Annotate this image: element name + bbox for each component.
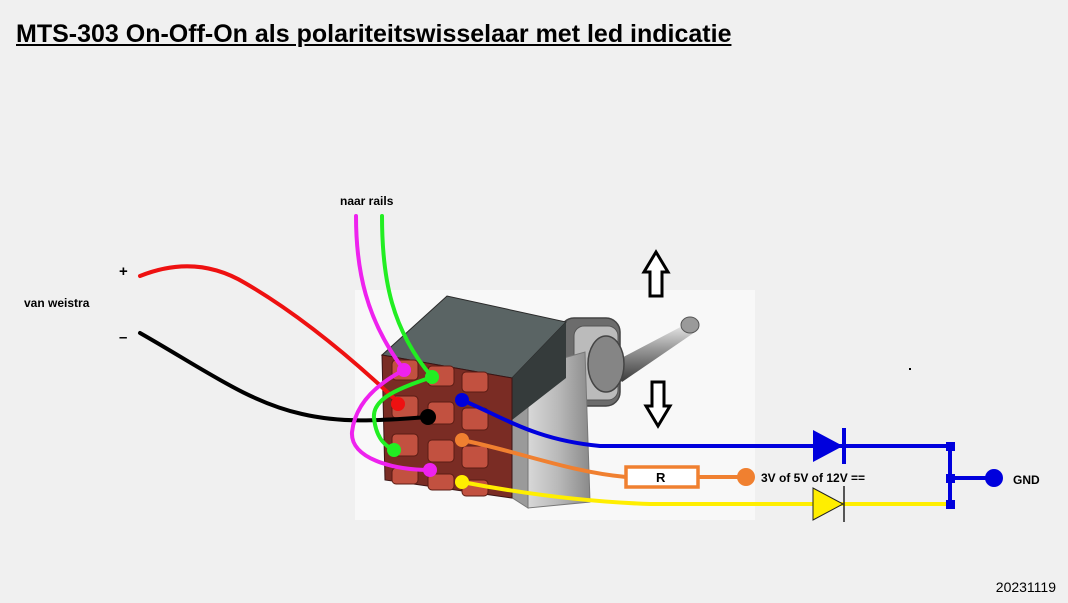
wire-green [371, 214, 436, 452]
rails-label: naar rails [340, 194, 394, 208]
resistor [624, 465, 700, 489]
ground-label: GND [1013, 473, 1040, 487]
date-stamp: 20231119 [995, 579, 1056, 595]
minus-sign: – [119, 329, 128, 346]
arrow-down-icon [643, 380, 673, 429]
wire-yellow [460, 480, 952, 506]
source-label: van weistra [24, 296, 90, 310]
wire-red [138, 264, 400, 404]
resistor-label: R [656, 470, 666, 485]
plus-sign: + [119, 263, 128, 280]
ground-terminal [985, 469, 1003, 487]
wire-magenta [349, 214, 432, 472]
terminal-dots [387, 363, 1003, 509]
speck [909, 368, 911, 370]
wire-blue [460, 398, 952, 506]
voltage-label: 3V of 5V of 12V == [761, 471, 866, 485]
supply-terminal [737, 468, 755, 486]
diode-icon [813, 428, 846, 464]
arrow-up-icon [641, 249, 671, 298]
switch-body-side [512, 322, 566, 420]
page-title: MTS-303 On-Off-On als polariteitswissela… [16, 20, 732, 48]
led-icon [812, 486, 845, 522]
wire-black [138, 331, 430, 423]
